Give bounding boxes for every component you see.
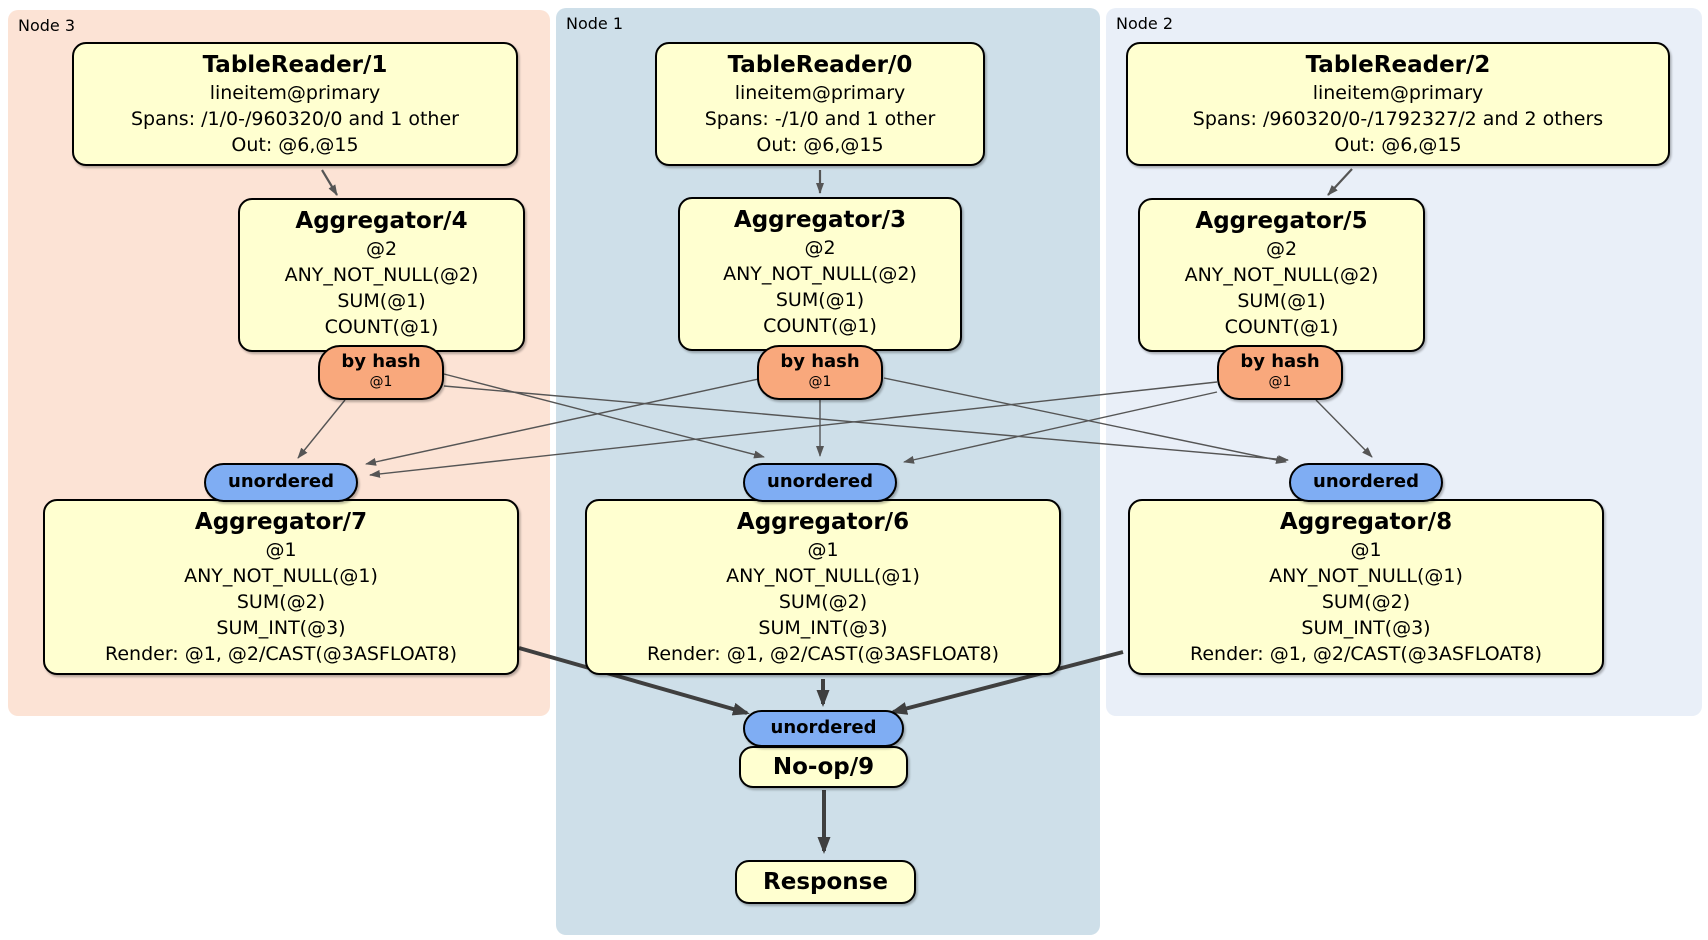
box-line: lineitem@primary: [1312, 82, 1484, 104]
box-aggregator-4: Aggregator/4 @2 ANY_NOT_NULL(@2) SUM(@1)…: [238, 198, 525, 352]
box-line: SUM(@1): [1237, 290, 1326, 312]
box-title: TableReader/2: [1305, 52, 1491, 78]
box-line: Render: @1, @2/CAST(@3ASFLOAT8): [647, 643, 999, 665]
box-line: ANY_NOT_NULL(@1): [726, 565, 920, 587]
router-label: by hash: [780, 351, 860, 372]
router-hash-column: @1: [369, 374, 393, 390]
box-line: SUM(@2): [236, 591, 326, 613]
router-by-hash-node1: by hash @1: [757, 345, 883, 400]
router-by-hash-node2: by hash @1: [1217, 345, 1343, 400]
edge-byhash-node2-unordered-node2: [1315, 399, 1373, 458]
edge-aggregator8-final-unordered: [890, 650, 1124, 715]
box-aggregator-7: Aggregator/7 @1 ANY_NOT_NULL(@1) SUM(@2)…: [43, 499, 519, 675]
box-title: Aggregator/5: [1195, 208, 1368, 234]
region-label-node2: Node 2: [1116, 14, 1174, 33]
box-aggregator-5: Aggregator/5 @2 ANY_NOT_NULL(@2) SUM(@1)…: [1138, 198, 1425, 352]
edge-byhash-node2-unordered-node3: [369, 381, 1218, 478]
box-line: Render: @1, @2/CAST(@3ASFLOAT8): [105, 643, 457, 665]
box-line: SUM(@2): [778, 591, 868, 613]
box-line: @1: [1350, 539, 1382, 561]
box-title: Aggregator/6: [736, 509, 910, 535]
box-line: COUNT(@1): [324, 316, 439, 338]
edge-tablereader1-aggregator4: [321, 169, 338, 196]
box-line: COUNT(@1): [763, 315, 877, 337]
edge-aggregator7-final-unordered: [518, 646, 750, 716]
box-line: SUM_INT(@3): [1301, 617, 1431, 639]
box-response: Response: [735, 860, 916, 904]
edge-tablereader2-aggregator5: [1327, 168, 1353, 196]
edge-byhash-node2-unordered-node1: [903, 391, 1218, 464]
router-hash-column: @1: [808, 374, 832, 390]
box-line: SUM_INT(@3): [758, 617, 888, 639]
router-label: by hash: [1240, 351, 1320, 372]
router-hash-column: @1: [1268, 374, 1292, 390]
box-aggregator-8: Aggregator/8 @1 ANY_NOT_NULL(@1) SUM(@2)…: [1128, 499, 1604, 675]
box-title: Aggregator/3: [733, 207, 907, 233]
box-tablereader-0: TableReader/0 lineitem@primary Spans: -/…: [655, 42, 985, 166]
box-line: Spans: -/1/0 and 1 other: [704, 108, 936, 130]
edge-byhash-node3-unordered-node1: [443, 373, 765, 459]
box-line: SUM(@1): [337, 290, 426, 312]
box-line: @1: [265, 539, 297, 561]
box-line: ANY_NOT_NULL(@1): [184, 565, 378, 587]
box-title: TableReader/1: [202, 52, 388, 78]
box-line: Out: @6,@15: [1334, 134, 1462, 156]
box-aggregator-3: Aggregator/3 @2 ANY_NOT_NULL(@2) SUM(@1)…: [678, 197, 962, 351]
box-line: @2: [1265, 238, 1298, 260]
sync-unordered-node2: unordered: [1289, 463, 1443, 502]
edge-byhash-node3-unordered-node3: [297, 399, 346, 459]
box-line: Spans: /960320/0-/1792327/2 and 2 others: [1192, 108, 1604, 130]
box-line: lineitem@primary: [734, 82, 906, 104]
box-line: Out: @6,@15: [231, 134, 359, 156]
box-tablereader-1: TableReader/1 lineitem@primary Spans: /1…: [72, 42, 518, 166]
edge-byhash-node1-unordered-node3: [365, 377, 764, 466]
box-line: Render: @1, @2/CAST(@3ASFLOAT8): [1190, 643, 1542, 665]
box-line: @1: [807, 539, 839, 561]
box-line: @2: [804, 237, 836, 259]
box-line: SUM(@2): [1321, 591, 1411, 613]
box-tablereader-2: TableReader/2 lineitem@primary Spans: /9…: [1126, 42, 1670, 166]
box-line: ANY_NOT_NULL(@2): [1184, 264, 1379, 286]
box-title: Response: [763, 869, 888, 895]
router-by-hash-node3: by hash @1: [318, 345, 444, 400]
box-line: Out: @6,@15: [756, 134, 884, 156]
box-line: COUNT(@1): [1224, 316, 1339, 338]
box-line: SUM(@1): [775, 289, 865, 311]
box-line: Spans: /1/0-/960320/0 and 1 other: [131, 108, 459, 130]
box-title: No-op/9: [772, 754, 875, 780]
box-line: @2: [365, 238, 398, 260]
edge-byhash-node3-unordered-node2: [443, 385, 1289, 464]
box-title: Aggregator/4: [295, 208, 468, 234]
box-title: Aggregator/8: [1279, 509, 1453, 535]
box-line: ANY_NOT_NULL(@2): [723, 263, 917, 285]
box-title: TableReader/0: [727, 52, 913, 78]
region-label-node3: Node 3: [18, 16, 76, 35]
box-line: ANY_NOT_NULL(@1): [1269, 565, 1463, 587]
router-label: by hash: [341, 351, 421, 372]
sync-unordered-node1: unordered: [743, 463, 897, 502]
sync-unordered-node3: unordered: [204, 463, 358, 502]
sync-unordered-final: unordered: [743, 710, 904, 747]
region-label-node1: Node 1: [566, 14, 624, 33]
box-line: SUM_INT(@3): [216, 617, 346, 639]
box-line: lineitem@primary: [209, 82, 381, 104]
edge-byhash-node1-unordered-node2: [883, 377, 1287, 464]
box-title: Aggregator/7: [194, 509, 368, 535]
box-line: ANY_NOT_NULL(@2): [284, 264, 479, 286]
box-aggregator-6: Aggregator/6 @1 ANY_NOT_NULL(@1) SUM(@2)…: [585, 499, 1061, 675]
box-noop-9: No-op/9: [739, 746, 908, 788]
